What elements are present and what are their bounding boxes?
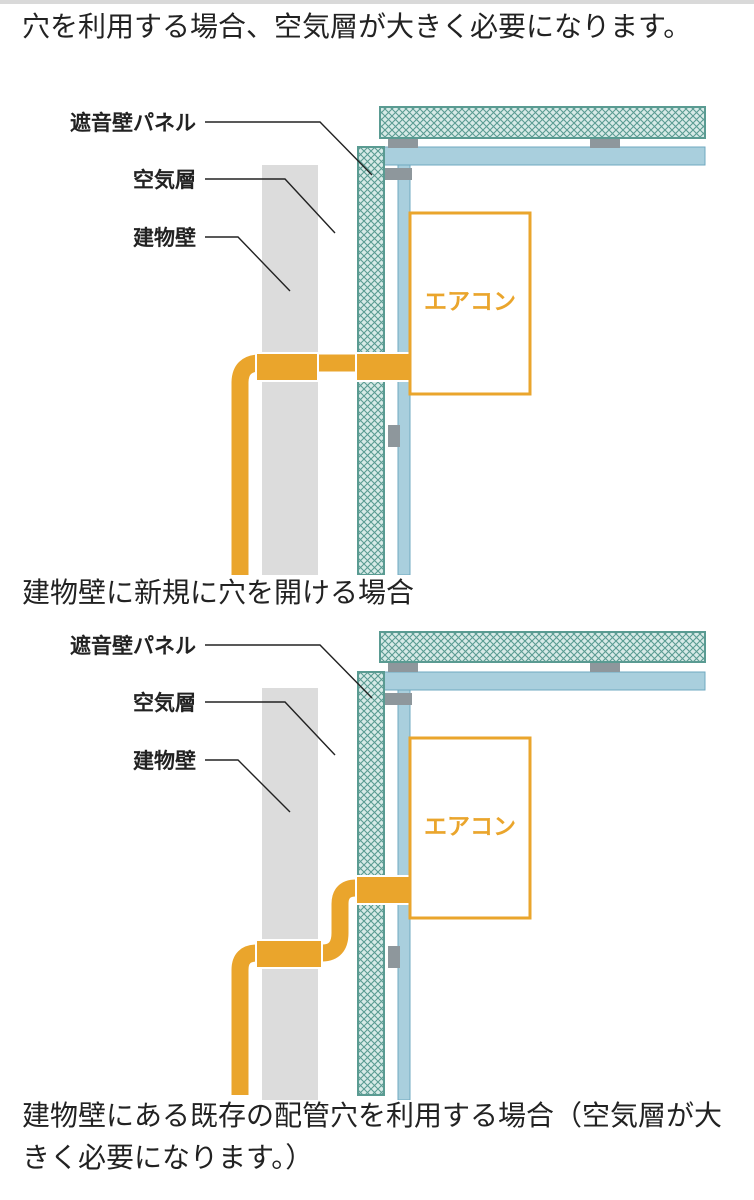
leader-line xyxy=(205,759,291,813)
diagram-new-hole: エアコン 遮音壁パネル 空気層 建物壁 xyxy=(70,106,706,575)
horizontal-steel-beam xyxy=(379,671,706,691)
horizontal-steel-beam xyxy=(379,146,706,166)
bracket xyxy=(388,425,400,447)
aircon-label: エアコン xyxy=(424,289,516,315)
intro-text: 穴を利用する場合、空気層が大きく必要になります。 xyxy=(22,10,692,43)
label-air-layer: 空気層 xyxy=(133,691,196,715)
leader-line xyxy=(205,236,291,292)
building-wall xyxy=(262,688,318,1100)
caption-new-hole: 建物壁に新規に穴を開ける場合 xyxy=(22,576,415,609)
pipe-sleeve xyxy=(255,939,323,969)
bracket xyxy=(388,662,418,672)
sound-barrier-panel-top xyxy=(379,631,706,663)
pipe-sleeve xyxy=(255,352,319,382)
label-air-layer: 空気層 xyxy=(133,168,196,192)
leader-line xyxy=(205,701,336,756)
label-panel: 遮音壁パネル xyxy=(70,634,196,658)
pipe-sleeve xyxy=(355,875,413,905)
aircon-unit xyxy=(408,211,532,396)
top-divider xyxy=(0,0,754,4)
pipe-sleeve xyxy=(355,352,413,382)
caption-existing-hole: 建物壁にある既存の配管穴を利用する場合（空気層が大きく必要になります。） xyxy=(22,1099,723,1174)
label-panel: 遮音壁パネル xyxy=(70,111,196,135)
leader-line xyxy=(205,121,373,176)
diagram-existing-hole: エアコン 遮音壁パネル 空気層 建物壁 xyxy=(70,631,706,1100)
bracket xyxy=(384,693,412,705)
bracket xyxy=(590,138,620,148)
sound-barrier-panel-top xyxy=(379,106,706,139)
bracket xyxy=(388,138,418,148)
leader-line xyxy=(205,178,336,234)
leader-line xyxy=(205,644,373,699)
aircon-unit xyxy=(408,736,532,920)
label-building-wall: 建物壁 xyxy=(133,749,196,773)
bracket xyxy=(384,168,412,180)
aircon-label: エアコン xyxy=(424,814,516,840)
label-building-wall: 建物壁 xyxy=(133,226,196,250)
bracket xyxy=(590,662,620,672)
bracket xyxy=(388,946,400,968)
refrigerant-pipe xyxy=(231,879,410,1095)
